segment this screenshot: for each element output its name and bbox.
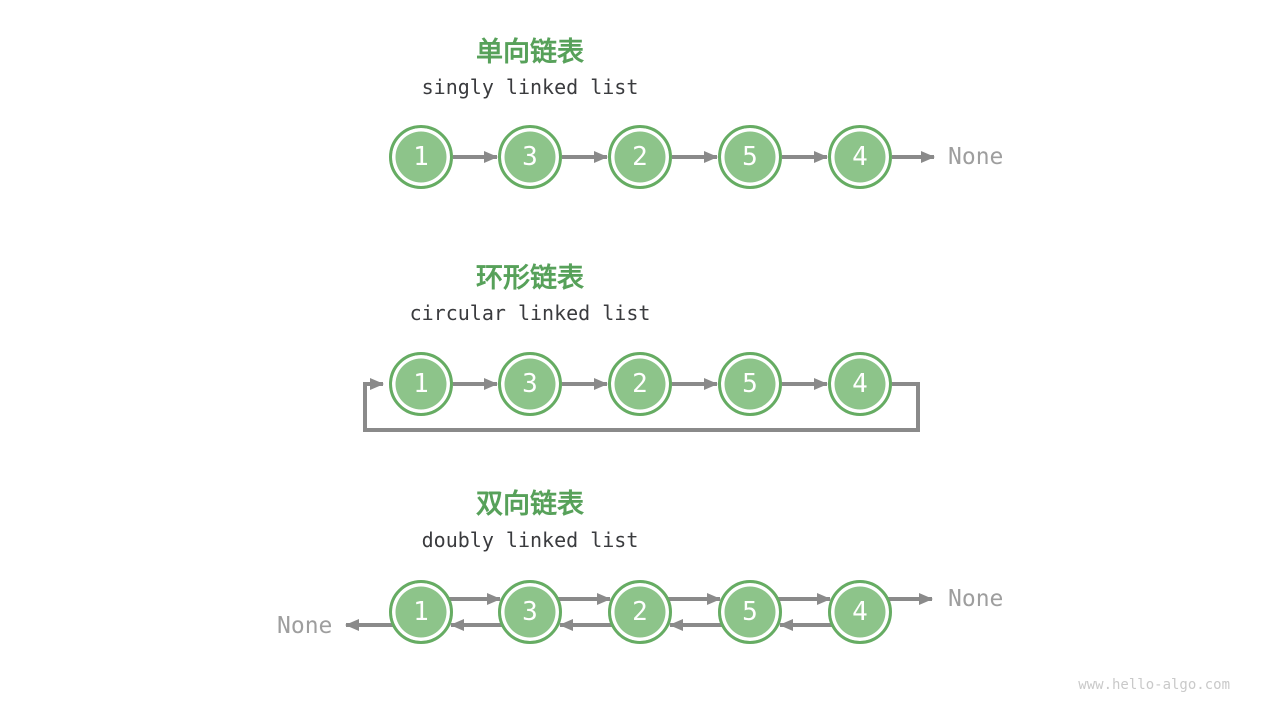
list-node: 3 <box>498 580 562 644</box>
node-value: 1 <box>413 597 429 627</box>
doubly-tail-none-label: None <box>948 586 1004 612</box>
node-value: 5 <box>742 142 758 172</box>
node-value: 5 <box>742 597 758 627</box>
circular-list-title-cn: 环形链表 <box>476 263 584 293</box>
node-value: 2 <box>632 597 648 627</box>
list-node: 3 <box>498 125 562 189</box>
doubly-list-subtitle-en: doubly linked list <box>421 528 639 552</box>
list-node: 3 <box>498 352 562 416</box>
watermark: www.hello-algo.com <box>1078 677 1230 693</box>
node-value: 1 <box>413 142 429 172</box>
loop-back-arrow <box>363 378 920 432</box>
list-node: 5 <box>718 580 782 644</box>
list-node: 5 <box>718 352 782 416</box>
node-value: 3 <box>522 597 538 627</box>
node-value: 5 <box>742 369 758 399</box>
node-value: 4 <box>852 142 868 172</box>
list-node: 1 <box>389 125 453 189</box>
doubly-list-title-cn: 双向链表 <box>476 489 584 519</box>
list-node: 1 <box>389 352 453 416</box>
list-node: 4 <box>828 580 892 644</box>
list-node: 2 <box>608 580 672 644</box>
singly-tail-none-label: None <box>948 144 1004 170</box>
node-value: 4 <box>852 369 868 399</box>
doubly-head-none-label: None <box>277 613 333 639</box>
list-node: 4 <box>828 352 892 416</box>
singly-list-title-cn: 单向链表 <box>476 37 584 67</box>
node-value: 1 <box>413 369 429 399</box>
node-value: 2 <box>632 369 648 399</box>
list-node: 2 <box>608 352 672 416</box>
node-value: 4 <box>852 597 868 627</box>
singly-list-subtitle-en: singly linked list <box>421 75 639 99</box>
list-node: 4 <box>828 125 892 189</box>
node-value: 3 <box>522 369 538 399</box>
node-value: 3 <box>522 142 538 172</box>
node-value: 2 <box>632 142 648 172</box>
circular-list-subtitle-en: circular linked list <box>409 301 651 325</box>
list-node: 1 <box>389 580 453 644</box>
list-node: 5 <box>718 125 782 189</box>
list-node: 2 <box>608 125 672 189</box>
